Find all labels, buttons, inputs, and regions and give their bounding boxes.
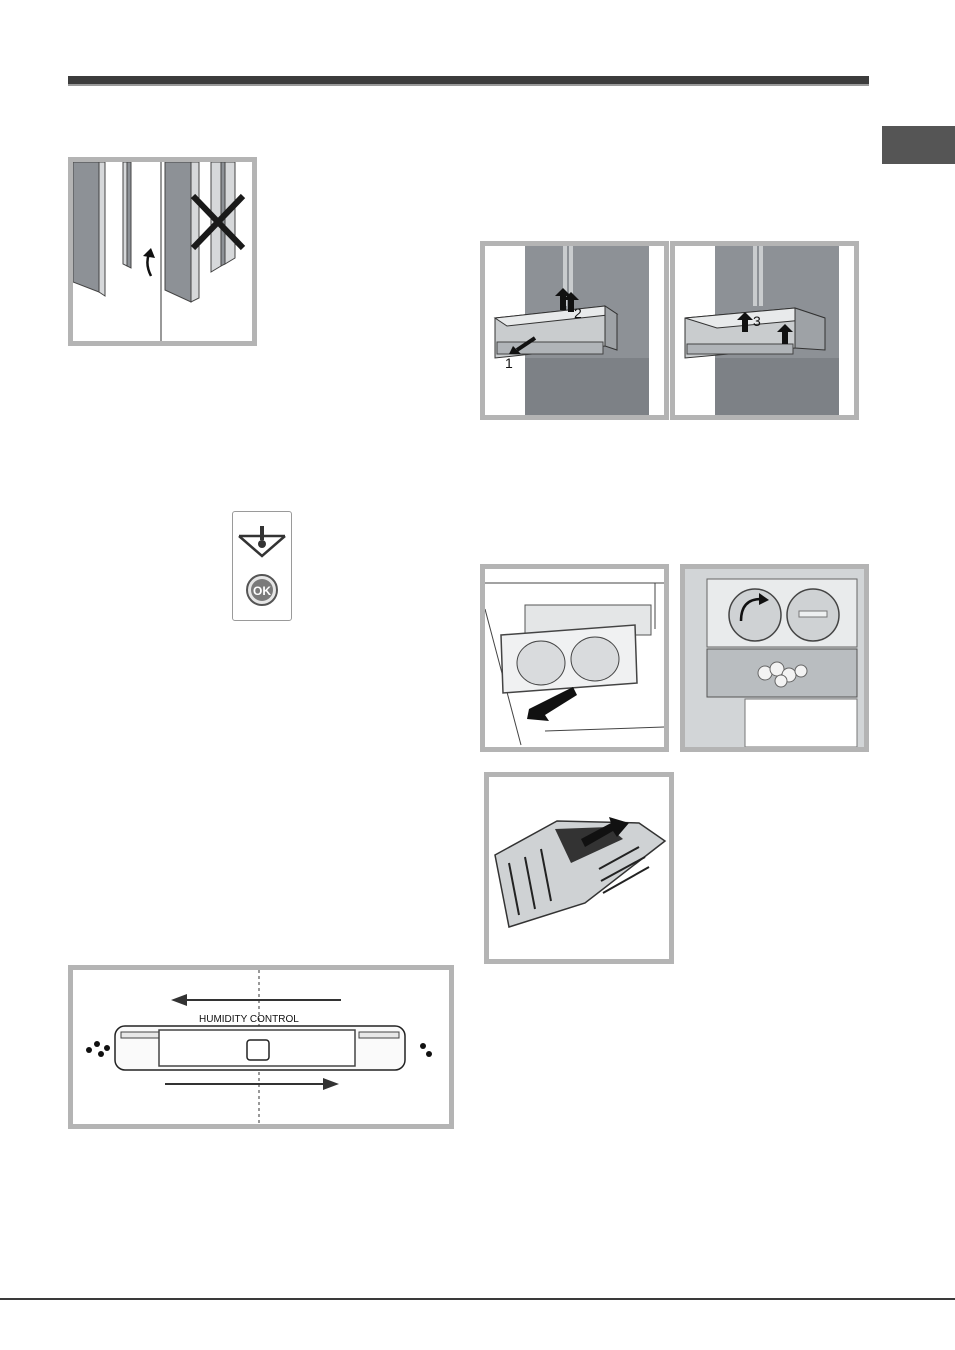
- header-rule: [68, 76, 869, 86]
- step-2-label: 2: [574, 305, 582, 321]
- step-3-label: 3: [753, 313, 761, 329]
- fridge-door-icon: [73, 162, 131, 296]
- drawer-removal-illustration-a: 2 1: [485, 246, 664, 415]
- humidity-control-label: HUMIDITY CONTROL: [199, 1014, 299, 1025]
- drops-few-icon: [420, 1043, 432, 1057]
- door-opening-figure: [68, 157, 257, 346]
- curved-arrow-icon: [147, 254, 151, 276]
- drawer-removal-figure-a: 2 1: [480, 241, 669, 420]
- ice-cube-tray-illustration: [489, 777, 669, 959]
- door-opening-illustration: [73, 162, 252, 341]
- ice-dial-illustration: [685, 569, 864, 747]
- drawer-removal-illustration-b: 3: [675, 246, 854, 415]
- language-tab: [882, 126, 955, 164]
- humidity-control-figure: HUMIDITY CONTROL: [68, 965, 454, 1129]
- control-panel-icons: OK: [232, 511, 292, 621]
- ok-button-icon: OK: [247, 575, 277, 605]
- ice-tray-removal-figure: [480, 564, 669, 752]
- arrow-left-icon: [171, 994, 341, 1006]
- ice-dial-figure: [680, 564, 869, 752]
- arrow-right-icon: [165, 1078, 339, 1090]
- step-1-label: 1: [505, 355, 513, 371]
- water-drop-triangle-icon: [239, 526, 285, 556]
- humidity-control-illustration: HUMIDITY CONTROL: [73, 970, 449, 1124]
- footer-rule: [0, 1298, 955, 1300]
- drawer-removal-figure-b: 3: [670, 241, 859, 420]
- ice-cube-tray-figure: [484, 772, 674, 964]
- ok-label: OK: [253, 584, 271, 598]
- ice-tray-removal-illustration: [485, 569, 664, 747]
- drops-many-icon: [86, 1041, 110, 1057]
